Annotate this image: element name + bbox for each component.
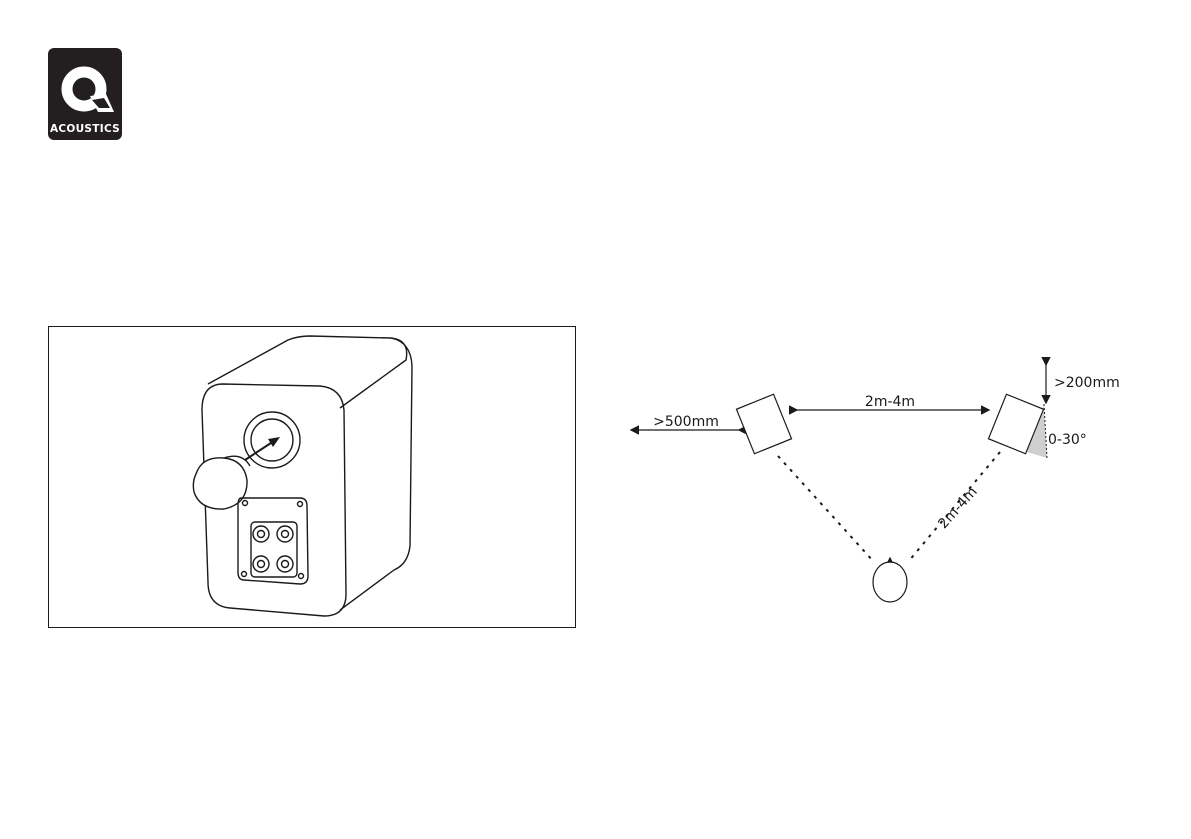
speaker-rear-illustration <box>48 326 576 628</box>
speaker-separation-label: 2m-4m <box>865 394 915 410</box>
listener-head <box>873 558 907 602</box>
listener-distance-label: 2m-4m <box>935 484 980 532</box>
rear-wall-distance-label: >200mm <box>1054 375 1120 391</box>
q-acoustics-logo: ACOUSTICS <box>48 48 122 140</box>
logo-wordmark: ACOUSTICS <box>50 123 120 135</box>
left-speaker <box>736 394 791 453</box>
speaker-placement-diagram: >500mm 2m-4m >200mm 0-30° 2m-4m <box>620 340 1140 620</box>
side-wall-distance-label: >500mm <box>653 414 719 430</box>
toe-in-angle-label: 0-30° <box>1048 432 1087 448</box>
